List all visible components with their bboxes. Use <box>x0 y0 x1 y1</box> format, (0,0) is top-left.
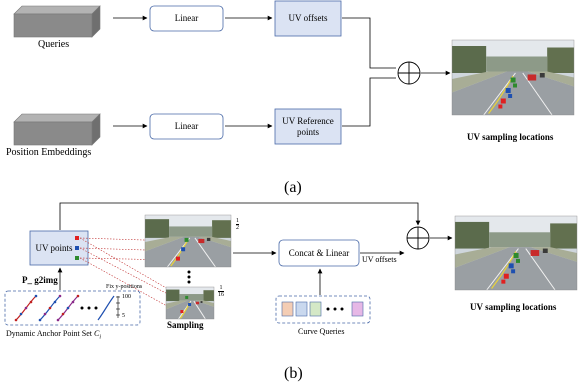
caption-b: (b) <box>284 365 303 382</box>
scale-sixteenth-fraction: 1 16 <box>218 285 224 298</box>
anchor-set-label: Dynamic Anchor Point Set Ci <box>6 330 101 341</box>
scale-half-num: 1 <box>236 218 239 225</box>
road-image-scale-half <box>144 214 232 268</box>
position-embeddings-label: Position Embeddings <box>6 147 92 158</box>
scale-sixteenth-den: 16 <box>218 292 224 298</box>
p-g2img-label: P_ g2img <box>22 275 58 285</box>
curve-queries-label: Curve Queries <box>298 327 345 336</box>
linear-label-top: Linear <box>174 13 199 24</box>
anchor-set-subscript: i <box>99 334 102 341</box>
scale-half-fraction: 1 2 <box>236 218 239 231</box>
caption-a: (a) <box>284 179 302 196</box>
fix-y-label: Fix y-positions <box>106 284 143 290</box>
scale-half-den: 2 <box>236 225 239 231</box>
concat-linear-box <box>278 239 360 267</box>
road-image-b <box>454 215 578 291</box>
anchor-curves <box>14 294 120 322</box>
uv-sampling-label-a: UV sampling locations <box>467 132 554 142</box>
linear-label-bottom: Linear <box>174 121 199 132</box>
uv-reference-line1: UV Reference <box>282 116 334 127</box>
anchor-set-symbol: C <box>94 329 100 338</box>
tick-100-label: 100 <box>122 294 131 300</box>
position-embeddings-block <box>13 113 101 146</box>
concat-linear-label: Concat & Linear <box>288 247 350 258</box>
scale-sixteenth-num: 1 <box>218 285 224 292</box>
sampling-label: Sampling <box>167 320 204 330</box>
uv-sampling-label-b: UV sampling locations <box>470 302 557 312</box>
uv-reference-points-box <box>274 108 342 145</box>
tick-5-label: 5 <box>122 313 125 319</box>
uv-points-label: UV points <box>35 242 73 253</box>
uv-offsets-label: UV offsets <box>288 13 328 24</box>
anchor-point-set-box <box>4 290 141 326</box>
road-image-a <box>451 39 575 116</box>
queries-label: Queries <box>38 39 70 50</box>
uv-offsets-box <box>274 0 342 37</box>
linear-box-top <box>149 5 224 32</box>
curve-query-cells <box>281 301 364 317</box>
road-image-scale-sixteenth <box>165 286 215 320</box>
sum-operator-b <box>406 226 430 250</box>
uv-reference-line2: points <box>296 126 319 137</box>
uv-offsets-label-b: UV offsets <box>362 255 397 264</box>
sum-operator-a <box>397 61 421 85</box>
uv-reference-points-label: UV Reference points <box>275 109 341 144</box>
linear-box-bottom <box>149 113 224 140</box>
queries-block <box>13 5 101 38</box>
anchor-set-text: Dynamic Anchor Point Set <box>6 329 92 338</box>
